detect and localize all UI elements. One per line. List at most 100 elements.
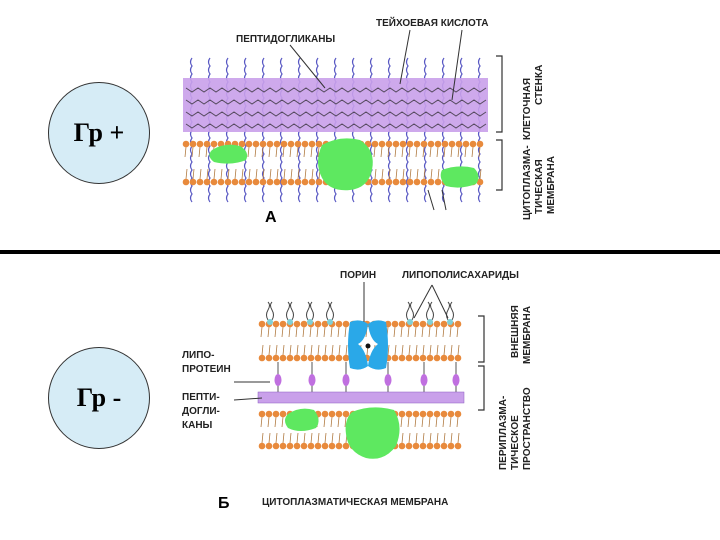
lipid-head [385,178,393,186]
cell-wall-label-1: КЛЕТОЧНАЯ [522,78,533,140]
lipid-head [476,178,484,186]
lipid-head [406,140,414,148]
lipoprotein [274,374,282,386]
lipid-head [469,140,477,148]
lipid-head [287,178,295,186]
lipid-head [335,410,343,418]
lipid-head [272,442,280,450]
lipid-head [398,354,406,362]
section-divider [0,250,720,254]
lipid-head [266,178,274,186]
lipid-head [454,320,462,328]
lipid-head [335,442,343,450]
lipid-head [203,178,211,186]
lipid-head [434,140,442,148]
pointer-line [431,284,449,319]
lipid-head [405,410,413,418]
mesh-strand [185,123,487,129]
lipid-head [265,354,273,362]
periplasm-label-1: ПЕРИПЛАЗМА- [498,396,509,470]
lipid-head [385,140,393,148]
lipid-head [441,140,449,148]
lipid-head [413,178,421,186]
lipid-head [440,320,448,328]
lipid-head [279,320,287,328]
lipid-head [279,442,287,450]
lipid-head [294,140,302,148]
lipid-head [258,354,266,362]
lipid-head [454,410,462,418]
lipid-head [300,442,308,450]
lps-label: ЛИПОПОЛИСАХАРИДЫ [402,270,519,281]
pointer-line [427,189,435,211]
lipid-head [413,140,421,148]
lipid-head [398,410,406,418]
porin-label: ПОРИН [340,270,376,281]
lipid-head [433,320,441,328]
lipid-head [434,178,442,186]
cpm-label-1: ЦИТОПЛАЗМА- [522,145,533,220]
pointer-line [399,29,411,85]
lipid-head [203,140,211,148]
outer-membrane-label-1: ВНЕШНЯЯ [510,305,521,358]
lps-head [407,319,413,325]
lps-head [267,319,273,325]
lipid-head [245,140,253,148]
teichoic-acid-label: ТЕЙХОЕВАЯ КИСЛОТА [376,16,489,29]
lipid-head [314,320,322,328]
lps-chain [446,301,450,321]
membrane-protein [209,144,248,164]
membrane-protein [440,166,479,188]
outer-membrane-bracket [478,315,485,363]
lipid-head [447,410,455,418]
lipid-head [272,410,280,418]
lipid-head [307,442,315,450]
lipopolysaccharide-chains [266,301,454,325]
lipid-head [245,178,253,186]
lipoprotein-anchors [274,362,460,392]
lipid-head [371,178,379,186]
lps-head [447,319,453,325]
figure-letter-b: Б [218,495,230,512]
lipid-head [182,178,190,186]
lipid-head [454,442,462,450]
porin [348,320,388,370]
lipid-head [398,320,406,328]
lipid-head [280,178,288,186]
lipid-head [440,410,448,418]
lipid-head [454,354,462,362]
lipid-head [315,178,323,186]
lipid-head [196,140,204,148]
gram-positive-badge: Гр + [48,82,150,184]
lps-chain [450,301,454,321]
lipid-head [273,140,281,148]
lipid-head [252,140,260,148]
lipid-head [307,354,315,362]
lipoprotein [420,374,428,386]
lipid-head [419,354,427,362]
peptidoglycan-b-label-3: КАНЫ [182,420,213,431]
lps-chain [310,301,314,321]
lipid-head [308,140,316,148]
lipid-head [426,354,434,362]
lipid-head [308,178,316,186]
lipid-head [328,410,336,418]
membrane-bracket [496,139,503,191]
lipid-head [447,442,455,450]
lps-chain [330,301,334,321]
lipid-head [189,178,197,186]
mesh-strand [185,87,487,93]
lps-head [307,319,313,325]
gram-positive-diagram: ПЕПТИДОГЛИКАНЫ ТЕЙХОЕВАЯ КИСЛОТА КЛЕТОЧН… [182,16,557,226]
lps-chain [426,301,430,321]
pointer-line [451,29,463,101]
lipid-head [300,354,308,362]
lipoprotein [308,374,316,386]
lipid-head [265,410,273,418]
lipid-head [412,442,420,450]
lipid-head [420,178,428,186]
lipid-head [433,442,441,450]
lipid-head [335,354,343,362]
lps-chain [286,301,290,321]
lps-chain [410,301,414,321]
